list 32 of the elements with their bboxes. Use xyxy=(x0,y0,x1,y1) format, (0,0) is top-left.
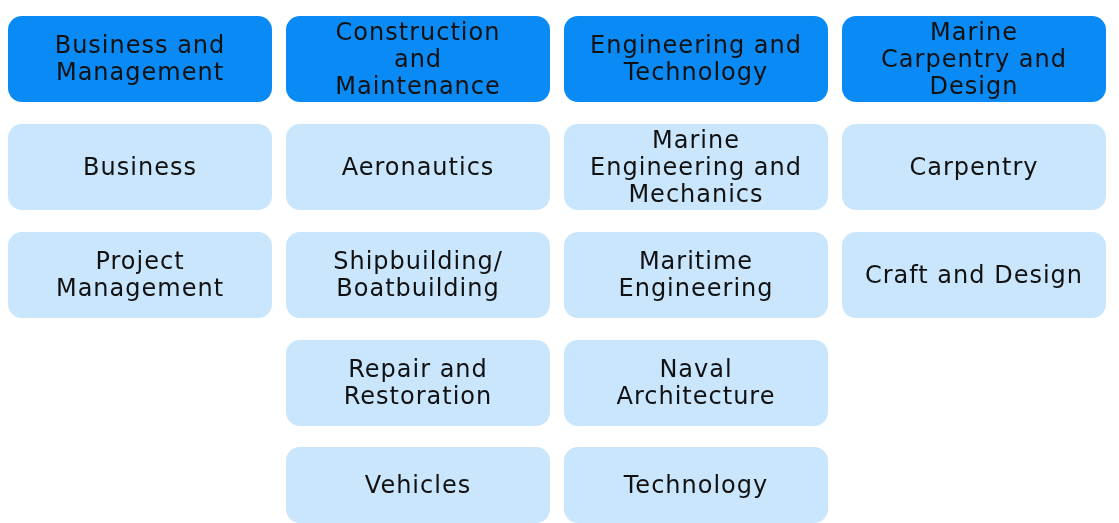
subject-label: Shipbuilding/ Boatbuilding xyxy=(332,248,504,302)
category-title: Business and Management xyxy=(53,32,227,86)
category-header-box xyxy=(286,16,550,102)
subject-label: Naval Architecture xyxy=(615,356,777,410)
subject-label: Craft and Design xyxy=(864,261,1083,289)
category-header-box xyxy=(8,16,272,102)
subject-label: Aeronautics xyxy=(341,153,495,181)
subject-label: Business xyxy=(83,153,197,181)
subject-box xyxy=(286,447,550,523)
category-title: Marine Carpentry and Design xyxy=(880,18,1068,100)
subject-box xyxy=(564,447,828,523)
subject-label: Technology xyxy=(623,471,769,499)
subject-box xyxy=(8,232,272,318)
subject-label: Vehicles xyxy=(364,471,472,499)
category-header-box xyxy=(564,16,828,102)
category-header-box xyxy=(842,16,1106,102)
subject-label: Carpentry xyxy=(909,153,1039,181)
subject-box xyxy=(842,124,1106,210)
subject-box xyxy=(286,340,550,426)
subject-box xyxy=(842,232,1106,318)
subject-label: Marine Engineering and Mechanics xyxy=(589,126,803,208)
category-title: Construction and Maintenance xyxy=(334,18,502,100)
subject-box xyxy=(286,232,550,318)
category-title: Engineering and Technology xyxy=(589,32,803,86)
subject-box xyxy=(564,232,828,318)
subject-box xyxy=(564,124,828,210)
subject-label: Project Management xyxy=(54,248,226,302)
subject-label: Maritime Engineering xyxy=(617,248,775,302)
subject-box xyxy=(286,124,550,210)
subject-label: Repair and Restoration xyxy=(342,356,494,410)
subject-box xyxy=(8,124,272,210)
subject-box xyxy=(564,340,828,426)
